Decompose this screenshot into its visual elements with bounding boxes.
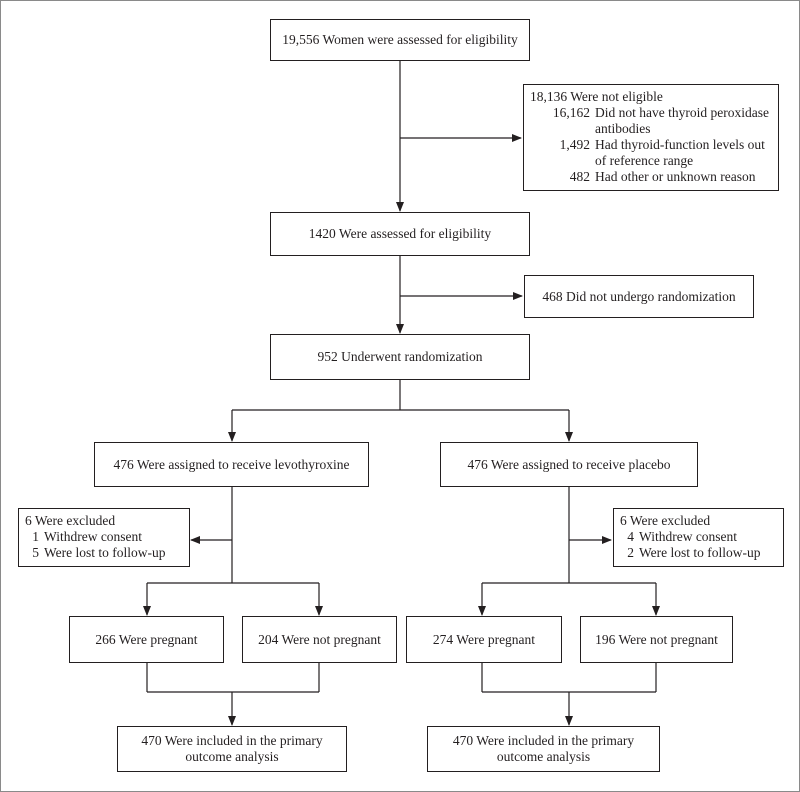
placebo-analysis-line1: 470 Were included in the primary bbox=[452, 733, 635, 748]
screened-text: 19,556 Women were assessed for eligibili… bbox=[282, 32, 518, 47]
assessed-text: 1420 Were assessed for eligibility bbox=[308, 226, 492, 241]
placebo-excluded-box: 6 Were excluded 4 Withdrew consent 2 Were … bbox=[613, 508, 784, 567]
placebo-pregnant-text: 274 Were pregnant bbox=[432, 631, 536, 647]
screened-box: 19,556 Women were assessed for eligibili… bbox=[270, 19, 530, 61]
reason-text: Had other or unknown reason bbox=[595, 169, 756, 184]
not-eligible-box: 18,136 Were not eligible 16,162 Did not h… bbox=[523, 84, 779, 191]
placebo-analysis-line2: outcome analysis bbox=[496, 749, 591, 764]
reason-count: 482 bbox=[569, 169, 590, 184]
reason-text-continued: antibodies bbox=[595, 121, 651, 136]
placebo-not-pregnant-box: 196 Were not pregnant bbox=[580, 616, 733, 663]
assessed-box: 1420 Were assessed for eligibility bbox=[270, 212, 530, 256]
not-eligible-header: 18,136 Were not eligible bbox=[530, 89, 663, 104]
excluded-count: 2 bbox=[627, 545, 634, 560]
placebo-analysis-box: 470 Were included in the primary outcome… bbox=[427, 726, 660, 772]
levo-assigned-text: 476 Were assigned to receive levothyroxi… bbox=[113, 456, 350, 472]
placebo-not-pregnant-text: 196 Were not pregnant bbox=[595, 631, 718, 647]
excluded-count: 4 bbox=[627, 529, 634, 544]
excluded-count: 1 bbox=[32, 529, 39, 544]
excluded-count: 5 bbox=[32, 545, 39, 560]
randomized-box: 952 Underwent randomization bbox=[270, 334, 530, 380]
levo-pregnant-text: 266 Were pregnant bbox=[95, 631, 198, 647]
levo-analysis-line1: 470 Were included in the primary bbox=[141, 733, 323, 748]
levo-analysis-line2: outcome analysis bbox=[185, 749, 279, 764]
randomized-text: 952 Underwent randomization bbox=[317, 349, 483, 364]
reason-count: 1,492 bbox=[559, 137, 590, 152]
levo-analysis-box: 470 Were included in the primary outcome… bbox=[117, 726, 347, 772]
not-randomized-text: 468 Did not undergo randomization bbox=[542, 288, 736, 304]
levo-assigned-box: 476 Were assigned to receive levothyroxi… bbox=[94, 442, 369, 487]
excluded-reason: Withdrew consent bbox=[44, 529, 143, 544]
excluded-reason: Were lost to follow-up bbox=[44, 545, 166, 560]
reason-count: 16,162 bbox=[552, 105, 590, 120]
excluded-reason: Withdrew consent bbox=[639, 529, 738, 544]
placebo-assigned-box: 476 Were assigned to receive placebo bbox=[440, 442, 698, 487]
reason-text: Had thyroid-function levels out bbox=[595, 137, 765, 152]
not-randomized-box: 468 Did not undergo randomization bbox=[524, 275, 754, 318]
levo-excluded-header: 6 Were excluded bbox=[25, 513, 116, 528]
excluded-reason: Were lost to follow-up bbox=[639, 545, 761, 560]
placebo-assigned-text: 476 Were assigned to receive placebo bbox=[467, 456, 671, 472]
levo-not-pregnant-box: 204 Were not pregnant bbox=[242, 616, 397, 663]
reason-text: Did not have thyroid peroxidase bbox=[595, 105, 769, 120]
placebo-excluded-header: 6 Were excluded bbox=[620, 513, 711, 528]
reason-text-continued: of reference range bbox=[595, 153, 694, 168]
levo-not-pregnant-text: 204 Were not pregnant bbox=[258, 631, 381, 647]
levo-pregnant-box: 266 Were pregnant bbox=[69, 616, 224, 663]
levo-excluded-box: 6 Were excluded 1 Withdrew consent 5 Were … bbox=[18, 508, 190, 567]
placebo-pregnant-box: 274 Were pregnant bbox=[406, 616, 562, 663]
